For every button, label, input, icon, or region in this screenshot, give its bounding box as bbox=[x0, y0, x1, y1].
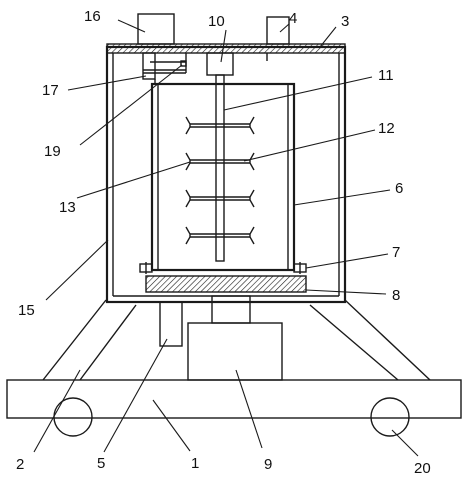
label-6: 6 bbox=[395, 180, 403, 197]
stirring-motor bbox=[206, 52, 234, 76]
label-2: 2 bbox=[16, 456, 24, 473]
label-13: 13 bbox=[59, 199, 76, 216]
feed-motor-box bbox=[137, 13, 175, 45]
barrel-clamps bbox=[139, 262, 307, 274]
label-5: 5 bbox=[97, 455, 105, 472]
support-plate bbox=[145, 275, 307, 293]
label-9: 9 bbox=[264, 456, 272, 473]
motor-block bbox=[187, 322, 283, 381]
label-20: 20 bbox=[414, 460, 431, 477]
feed-inlet bbox=[266, 16, 290, 45]
stirring-shaft bbox=[215, 74, 225, 262]
label-8: 8 bbox=[392, 287, 400, 304]
inner-barrel bbox=[150, 82, 296, 272]
stirring-paddles bbox=[185, 116, 255, 245]
right-wheel bbox=[370, 397, 410, 437]
label-12: 12 bbox=[378, 120, 395, 137]
label-19: 19 bbox=[44, 143, 61, 160]
drive-coupling bbox=[211, 295, 251, 324]
left-wheel bbox=[53, 397, 93, 437]
label-15: 15 bbox=[18, 302, 35, 319]
label-11: 11 bbox=[378, 67, 394, 84]
label-3: 3 bbox=[341, 13, 349, 30]
label-17: 17 bbox=[42, 82, 59, 99]
label-16: 16 bbox=[84, 8, 101, 25]
discharge-pipe bbox=[159, 301, 183, 347]
label-4: 4 bbox=[289, 10, 297, 27]
label-7: 7 bbox=[392, 244, 400, 261]
base-cart bbox=[6, 379, 462, 419]
leader-lines bbox=[33, 19, 419, 457]
label-1: 1 bbox=[191, 455, 199, 472]
support-legs bbox=[42, 299, 431, 381]
tank-lid bbox=[106, 43, 346, 54]
label-10: 10 bbox=[208, 13, 225, 30]
